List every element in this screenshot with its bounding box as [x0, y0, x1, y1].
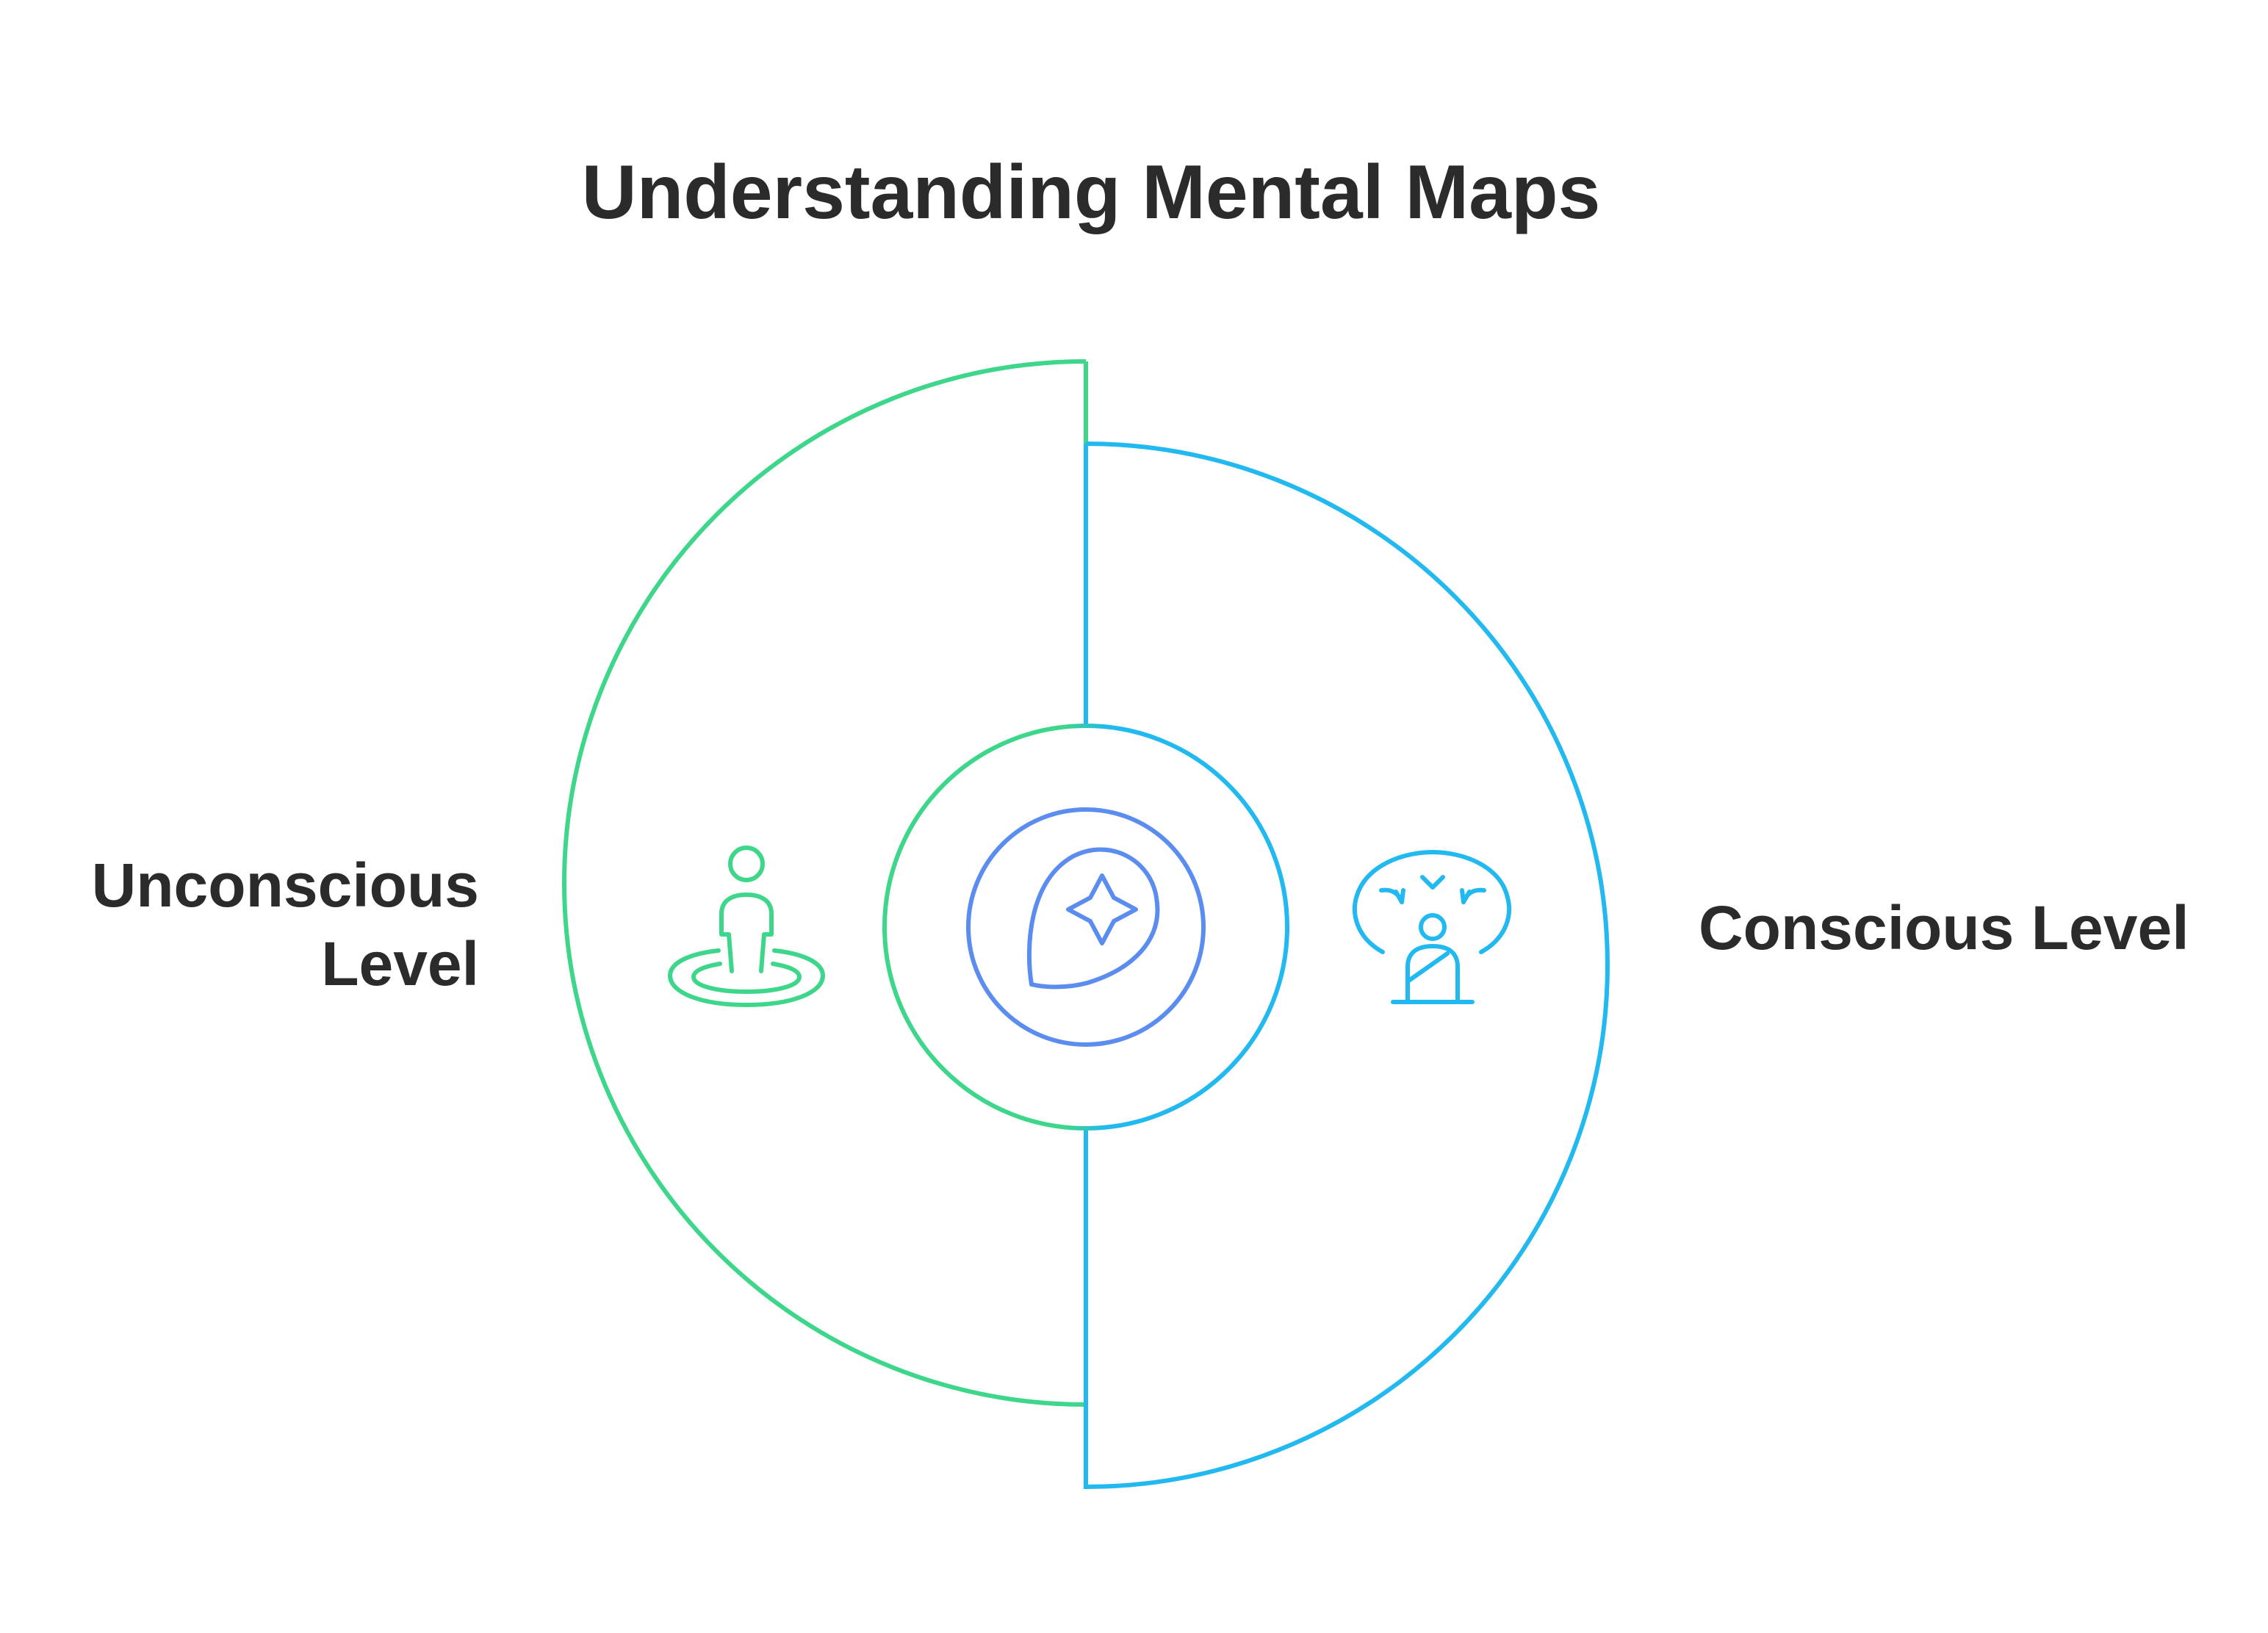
mind-sparkle-icon: [1026, 847, 1160, 989]
unconscious-label-line-2: Level: [321, 929, 479, 998]
conscious-segment: [1084, 441, 1610, 1490]
unconscious-label-line-1: Unconscious: [91, 851, 479, 920]
conscious-arc: [1084, 441, 1610, 1490]
conscious-label-line-1: Conscious Level: [1699, 893, 2189, 962]
center-inner-circle: [966, 807, 1206, 1047]
person-standing-in-ripples-icon: [668, 846, 825, 1007]
person-with-thought-arrows-icon: [1352, 850, 1512, 1004]
page-title: Understanding Mental Maps: [581, 150, 1601, 235]
unconscious-level-label: Unconscious Level: [38, 846, 479, 1003]
conscious-level-label: Conscious Level: [1699, 889, 2228, 967]
